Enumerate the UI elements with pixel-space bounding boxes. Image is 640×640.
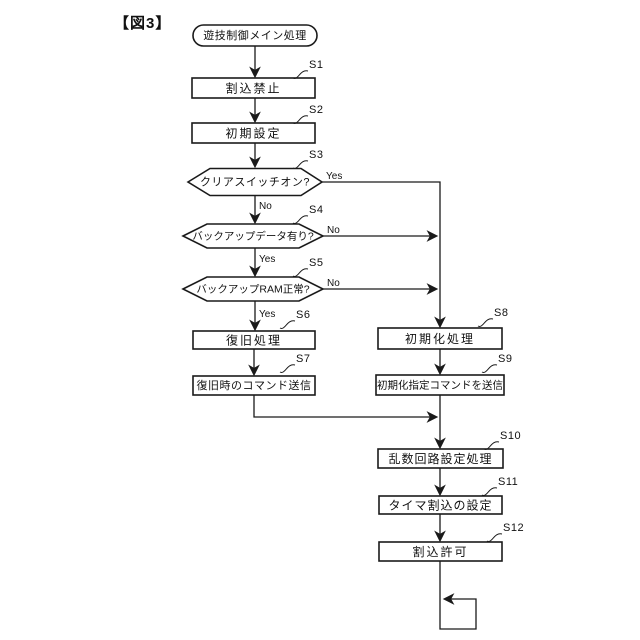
node-label-s4: バックアップデータ有り?: [192, 230, 313, 243]
branch-label-s3-no: No: [259, 201, 272, 212]
process-box-s10: [377, 448, 504, 469]
leader-s4: [292, 215, 309, 224]
node-s2: 初期設定 S2: [191, 104, 323, 144]
connector-s7-merge: [253, 395, 439, 423]
node-label-s9: 初期化指定コマンドを送信: [377, 379, 503, 392]
node-s11: タイマ割込の設定 S11: [378, 476, 518, 515]
node-s1: 割込禁止 S1: [191, 59, 323, 99]
node-label-s1: 割込禁止: [225, 81, 281, 96]
connector-s3-yes-s8: [322, 181, 446, 329]
node-s6: 復旧処理 S6: [192, 309, 316, 350]
step-id-s7: S7: [296, 353, 310, 365]
node-s4: バックアップデータ有り? S4 No Yes: [181, 204, 340, 265]
leader-s10: [483, 441, 500, 450]
leader-s2: [292, 115, 309, 124]
step-id-s1: S1: [309, 59, 323, 71]
leader-s9: [481, 364, 498, 373]
node-label-s3: クリアスイッチオン?: [200, 176, 310, 189]
decision-shape-s4: [181, 223, 325, 249]
leader-s7: [279, 364, 296, 373]
step-id-s6: S6: [296, 309, 310, 321]
leader-s11: [481, 487, 498, 496]
figure-title: 【図3】: [114, 14, 171, 32]
step-id-s11: S11: [498, 476, 518, 488]
process-box-s7: [192, 375, 316, 396]
step-id-s2: S2: [309, 104, 323, 116]
branch-label-s5-no: No: [327, 278, 340, 289]
node-label-s8: 初期化処理: [405, 332, 475, 346]
step-id-s4: S4: [309, 204, 323, 216]
process-box-s2: [191, 122, 316, 144]
leader-s8: [477, 318, 494, 327]
step-id-s9: S9: [498, 353, 512, 365]
node-label-s10: 乱数回路設定処理: [388, 451, 492, 466]
step-id-s8: S8: [494, 307, 508, 319]
process-box-s8: [377, 327, 503, 350]
node-s8: 初期化処理 S8: [377, 307, 508, 350]
terminal-shape: [192, 24, 318, 47]
leader-s12: [486, 533, 503, 542]
node-label-s2: 初期設定: [225, 126, 281, 141]
node-s10: 乱数回路設定処理 S10: [377, 430, 521, 469]
node-s3: クリアスイッチオン? S3 Yes No: [186, 149, 342, 212]
node-s9: 初期化指定コマンドを送信 S9: [375, 353, 512, 396]
step-id-s12: S12: [503, 522, 524, 534]
node-label-s5: バックアップRAM正常?: [196, 283, 309, 296]
node-label-s11: タイマ割込の設定: [388, 498, 492, 513]
branch-label-s4-no: No: [327, 225, 340, 236]
decision-shape-s3: [186, 167, 324, 197]
step-id-s3: S3: [309, 149, 323, 161]
node-s5: バックアップRAM正常? S5 No Yes: [181, 257, 340, 320]
step-id-s10: S10: [500, 430, 521, 442]
leader-s5: [292, 268, 309, 277]
start-label: 遊技制御メイン処理: [203, 28, 307, 42]
process-box-s1: [191, 77, 316, 99]
process-box-s9: [375, 374, 505, 396]
node-s7: 復旧時のコマンド送信 S7: [192, 353, 316, 396]
node-start: 遊技制御メイン処理: [192, 24, 318, 47]
branch-label-s5-yes: Yes: [259, 309, 275, 320]
node-label-s7: 復旧時のコマンド送信: [197, 378, 312, 392]
node-label-s12: 割込許可: [412, 544, 468, 559]
step-id-s5: S5: [309, 257, 323, 269]
node-s12: 割込許可 S12: [378, 522, 524, 562]
process-box-s6: [192, 330, 316, 350]
branch-label-s4-yes: Yes: [259, 254, 275, 265]
decision-shape-s5: [181, 276, 325, 302]
process-box-s11: [378, 495, 503, 515]
leader-s3: [292, 160, 309, 169]
connector-s12-loop: [439, 561, 477, 630]
branch-label-s3-yes: Yes: [326, 171, 342, 182]
leader-s1: [292, 70, 309, 79]
process-box-s12: [378, 541, 503, 562]
node-label-s6: 復旧処理: [226, 333, 282, 348]
leader-s6: [279, 320, 296, 329]
